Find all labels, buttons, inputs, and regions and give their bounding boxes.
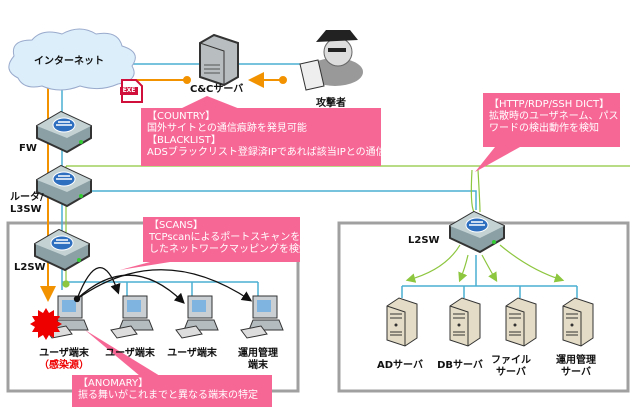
server-name: ファイル [491,355,531,366]
cc-server-icon [199,33,239,87]
callout-pointers [85,96,520,376]
exe-file-label: EXE [122,87,136,94]
server-name: サーバ [561,367,591,378]
router-icon [36,165,92,207]
fw-icon [36,111,92,153]
l2sw-right-label: L2SW [408,235,440,246]
callout-title: 【ANOMARY】 [78,378,149,389]
callout-title: 【COUNTRY】 [147,111,216,122]
server-name: サーバ [496,367,526,378]
callout-dict: 【HTTP/RDP/SSH DICT】 拡散時のユーザネーム、パス ワードの検出… [483,93,620,147]
attacker-label: 攻撃者 [316,98,346,109]
callout-text: ワードの検出動作を検知 [489,123,599,134]
server-label: DBサーバ [437,360,483,371]
terminal-label: ユーザ端末 [167,348,217,359]
cc-server-label: C&Cサーバ [190,84,244,95]
terminal-label: ユーザ端末 [105,348,155,359]
terminal-label: ユーザ端末（感染源） [34,348,94,372]
callout-text: ADSブラックリスト登録済IPであれば該当IPとの通信を検知 [147,147,416,158]
router-label: ルータ/L3SW [10,192,44,216]
attacker-icon [299,30,363,91]
router-label-line: L3SW [10,204,42,215]
server-label: 運用管理サーバ [546,355,606,379]
terminal-name: 運用管理 [238,348,278,359]
internet-label: インターネット [34,56,104,67]
server-icon [386,297,418,347]
server-icon [562,297,594,347]
server-name: 運用管理 [556,355,596,366]
callout-country-blacklist: 【COUNTRY】 国外サイトとの通信痕跡を発見可能 【BLACKLIST】 A… [141,108,416,166]
server-icon [449,297,481,347]
virus-icon [30,308,62,340]
l2sw-left-label: L2SW [14,262,46,273]
server-label: ADサーバ [377,360,423,371]
terminal-name: 端末 [248,360,268,371]
terminal-name: ユーザ端末 [39,348,89,359]
router-label-line: ルータ/ [10,192,44,203]
server-label: ファイルサーバ [486,355,536,379]
infection-source-note: （感染源） [39,360,89,371]
callout-title: 【HTTP/RDP/SSH DICT】 [489,99,610,110]
pc-icon [175,295,219,339]
exe-file-icon [120,79,143,103]
scan-arrows [73,267,253,304]
callout-title: 【BLACKLIST】 [147,135,221,146]
terminal-label: 運用管理端末 [228,348,288,372]
l2sw-right-icon [449,211,505,253]
callout-anomary: 【ANOMARY】 振る舞いがこれまでと異なる端末の特定 [72,375,272,407]
callout-text: 振る舞いがこれまでと異なる端末の特定 [78,390,258,401]
fw-label: FW [19,143,37,154]
callout-text: したネットワークマッピングを検知 [149,244,309,255]
callout-text: 拡散時のユーザネーム、パス [489,111,619,122]
callout-text: TCPscanによるポートスキャンを通 [149,232,311,243]
pc-icon [110,295,154,339]
callout-text: 国外サイトとの通信痕跡を発見可能 [147,123,307,134]
server-icon [505,297,537,347]
callout-title: 【SCANS】 [149,220,203,231]
internet-cloud-icon [8,28,136,91]
callout-scans: 【SCANS】 TCPscanによるポートスキャンを通 したネットワークマッピン… [143,217,311,262]
pc-icon [240,295,284,339]
